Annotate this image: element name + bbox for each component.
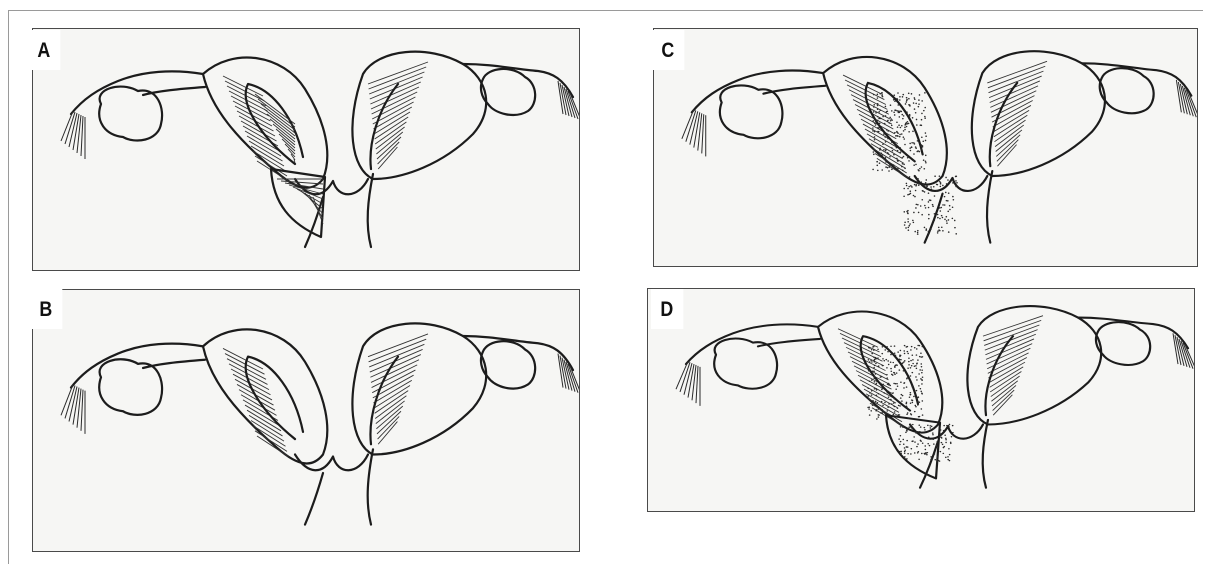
uterus-diagram-icon [654, 29, 1198, 267]
left-vessel [305, 473, 323, 525]
right-vessel [368, 449, 373, 524]
left-vessel [920, 441, 938, 488]
figure-frame-left [8, 10, 9, 564]
left-tube [71, 71, 203, 114]
left-tube [71, 344, 203, 388]
right-horn [967, 306, 1101, 424]
left-tube [692, 71, 823, 113]
left-ovary [714, 339, 777, 389]
right-horn [352, 323, 486, 454]
right-vessel [983, 420, 988, 488]
uterus-diagram-icon [648, 289, 1195, 512]
panel-label-c: C [652, 30, 684, 70]
right-vessel [987, 171, 992, 243]
figure-frame-top [8, 10, 1203, 11]
left-vessel [305, 197, 323, 247]
right-ovary [1100, 68, 1154, 113]
panel-a [32, 28, 580, 271]
panel-label-b: B [30, 289, 62, 329]
right-horn [352, 52, 486, 179]
uterus-diagram-icon [33, 29, 580, 271]
panel-label-d: D [651, 289, 683, 329]
panel-label-a: A [28, 30, 60, 70]
panel-b [32, 289, 580, 552]
left-ovary [99, 87, 162, 141]
left-ovary [99, 359, 162, 415]
panel-d [647, 288, 1195, 512]
right-vessel [368, 174, 373, 247]
right-ovary [481, 341, 535, 388]
right-horn [972, 51, 1105, 176]
right-ovary [1096, 322, 1150, 365]
left-ovary [720, 85, 783, 138]
panel-c [653, 28, 1198, 267]
left-tube [686, 324, 818, 364]
right-ovary [481, 69, 535, 115]
uterus-diagram-icon [33, 290, 580, 552]
